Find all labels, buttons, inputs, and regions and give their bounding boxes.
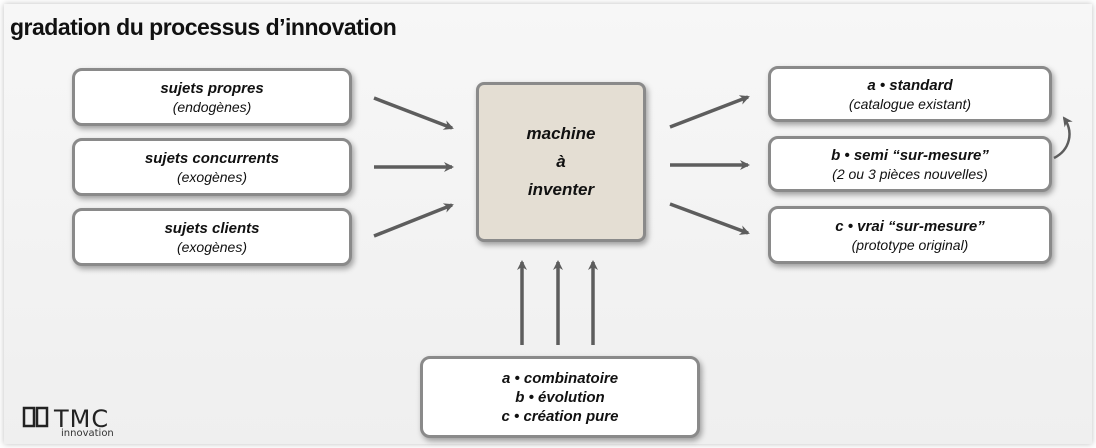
- input-label: sujets concurrents: [144, 149, 280, 167]
- output-box-standard: a • standard (catalogue existant): [768, 66, 1052, 122]
- input-label: sujets propres: [160, 79, 264, 97]
- output-box-semi-sur-mesure: b • semi “sur-mesure” (2 ou 3 pièces nou…: [768, 136, 1052, 192]
- diagram-title: gradation du processus d’innovation: [10, 14, 397, 40]
- output-sublabel: (2 ou 3 pièces nouvelles): [832, 165, 988, 182]
- output-label: a • standard: [867, 76, 953, 94]
- arrow-input-3: [373, 203, 454, 238]
- arrow-input-1: [373, 96, 454, 130]
- input-sublabel: (endogènes): [172, 98, 252, 115]
- arrow-output-1: [669, 95, 750, 129]
- machine-a-inventer-box: machine à inventer: [476, 82, 646, 242]
- input-label: sujets clients: [164, 219, 260, 237]
- method-item: b • évolution: [515, 388, 605, 406]
- machine-line-3: inventer: [527, 180, 595, 199]
- output-sublabel: (prototype original): [851, 236, 969, 253]
- tmc-logo-icon: [22, 406, 49, 428]
- logo-brand: TMC: [54, 405, 110, 433]
- output-sublabel: (catalogue existant): [848, 95, 972, 112]
- input-sublabel: (exogènes): [176, 238, 248, 255]
- input-sublabel: (exogènes): [176, 168, 248, 185]
- arrow-curve-b-to-a: [1053, 116, 1073, 160]
- logo-sub: innovation: [61, 428, 114, 439]
- method-item: c • création pure: [501, 407, 619, 425]
- arrow-output-3: [669, 202, 750, 235]
- output-box-vrai-sur-mesure: c • vrai “sur-mesure” (prototype origina…: [768, 206, 1052, 264]
- methods-box: a • combinatoire b • évolution c • créat…: [420, 356, 700, 438]
- output-label: c • vrai “sur-mesure”: [835, 217, 985, 235]
- machine-line-1: machine: [526, 124, 596, 143]
- input-box-sujets-clients: sujets clients (exogènes): [72, 208, 352, 266]
- method-item: a • combinatoire: [501, 369, 619, 387]
- input-box-sujets-propres: sujets propres (endogènes): [72, 68, 352, 126]
- output-label: b • semi “sur-mesure”: [831, 146, 989, 164]
- input-box-sujets-concurrents: sujets concurrents (exogènes): [72, 138, 352, 196]
- machine-line-2: à: [556, 152, 566, 171]
